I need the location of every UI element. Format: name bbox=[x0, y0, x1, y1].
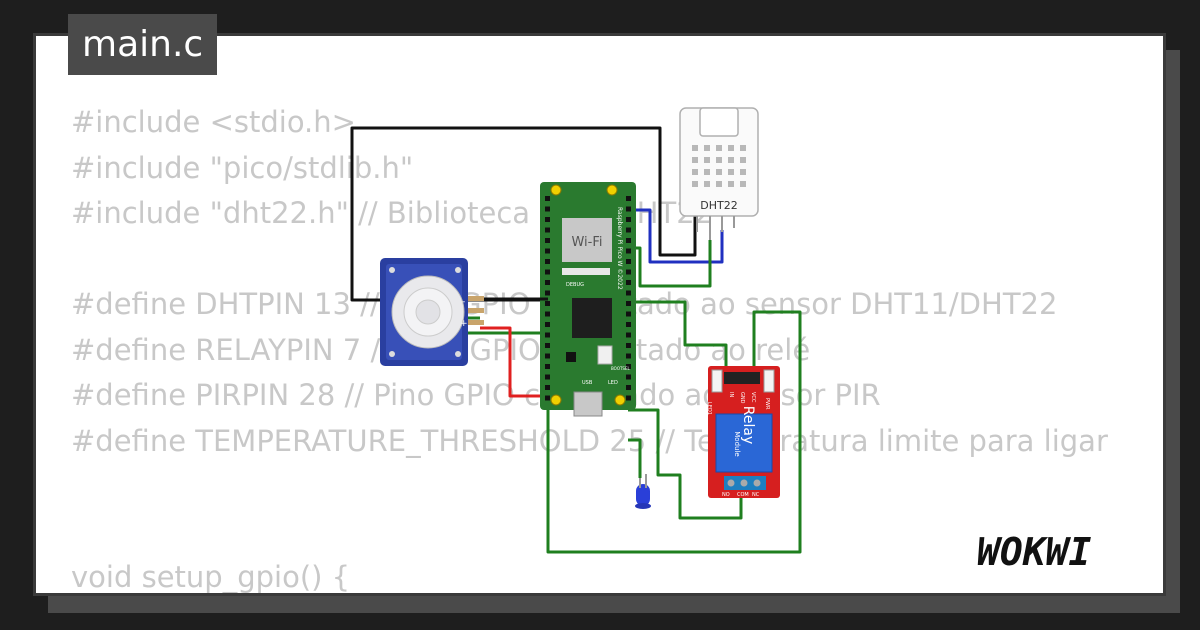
relay-term-nc: NC bbox=[752, 492, 760, 498]
pico-pin[interactable] bbox=[626, 385, 631, 390]
pico-pin[interactable] bbox=[626, 301, 631, 306]
code-text: #include <stdio.h> #include "pico/stdlib.… bbox=[71, 100, 1108, 594]
pico-pin[interactable] bbox=[626, 227, 631, 233]
pico-pin[interactable] bbox=[626, 196, 631, 201]
pico-pin[interactable] bbox=[545, 301, 550, 306]
pico-pin[interactable] bbox=[545, 217, 550, 222]
pico-pin[interactable] bbox=[626, 364, 631, 369]
wire-green-relay-vcc[interactable] bbox=[546, 310, 802, 554]
pico-pin[interactable] bbox=[626, 238, 631, 243]
pico-pin[interactable] bbox=[626, 374, 631, 380]
pico-pin[interactable] bbox=[626, 343, 631, 348]
dht22-sensor[interactable]: DHT22 bbox=[679, 107, 759, 240]
relay-pin-gnd: GND bbox=[739, 392, 745, 404]
blue-led[interactable] bbox=[635, 474, 651, 509]
pico-pin[interactable] bbox=[626, 280, 631, 285]
pico-pin[interactable] bbox=[545, 248, 550, 254]
code-line: #include <stdio.h> bbox=[71, 105, 356, 139]
pico-pin[interactable] bbox=[626, 311, 631, 317]
pico-pin[interactable] bbox=[545, 353, 550, 359]
relay-subtitle: Module bbox=[733, 431, 741, 456]
pico-pin[interactable] bbox=[626, 269, 631, 275]
code-line: #include "pico/stdlib.h" bbox=[71, 150, 414, 185]
wokwi-logo-text: WOKWI bbox=[977, 530, 1092, 574]
pico-led-label: LED bbox=[608, 380, 618, 386]
code-line: void setup_gpio() { bbox=[71, 560, 351, 594]
relay-pin-in: IN bbox=[728, 392, 734, 397]
pico-pin[interactable] bbox=[626, 248, 631, 254]
file-tab[interactable]: main.c bbox=[68, 14, 218, 75]
pico-pin[interactable] bbox=[545, 332, 550, 338]
pico-wifi-label: Wi-Fi bbox=[571, 235, 602, 250]
pico-pin[interactable] bbox=[545, 322, 550, 327]
wire-black-dht[interactable] bbox=[350, 126, 697, 302]
relay-pwr-label: PWR bbox=[764, 398, 770, 410]
relay-led1-label: LED1 bbox=[706, 402, 712, 415]
pico-pin[interactable] bbox=[626, 332, 631, 338]
pico-pin[interactable] bbox=[545, 227, 550, 233]
wire-red-pir[interactable] bbox=[480, 326, 548, 398]
dht22-label: DHT22 bbox=[700, 199, 737, 212]
pico-pin[interactable] bbox=[626, 206, 631, 212]
pico-pin[interactable] bbox=[626, 259, 631, 264]
pico-pin[interactable] bbox=[545, 395, 550, 401]
wire-green-led2[interactable] bbox=[628, 438, 642, 478]
pico-pin[interactable] bbox=[545, 206, 550, 212]
pico-pin[interactable] bbox=[545, 311, 550, 317]
wire-green-relay[interactable] bbox=[628, 300, 728, 382]
pico-w-board[interactable]: Wi-Fi Raspberry Pi Pico W ©2022 DEBUG BO… bbox=[540, 182, 636, 417]
pico-pin[interactable] bbox=[545, 364, 550, 369]
pico-pin[interactable] bbox=[626, 322, 631, 327]
pico-board-label: Raspberry Pi Pico W ©2022 bbox=[616, 207, 623, 290]
pico-pin[interactable] bbox=[626, 217, 631, 222]
pico-pin[interactable] bbox=[545, 238, 550, 243]
wire-blue-dht[interactable] bbox=[628, 208, 724, 264]
pico-pin[interactable] bbox=[545, 343, 550, 348]
pir-sensor[interactable]: - + bbox=[380, 258, 548, 366]
pico-pin[interactable] bbox=[626, 290, 631, 296]
pir-minus-label: - bbox=[462, 297, 465, 307]
pico-pin[interactable] bbox=[545, 259, 550, 264]
wires bbox=[350, 126, 802, 554]
pico-pin[interactable] bbox=[545, 280, 550, 285]
pico-usb-label: USB bbox=[582, 380, 593, 386]
wire-green-led[interactable] bbox=[628, 408, 743, 520]
relay-term-no: NO bbox=[722, 492, 730, 498]
pico-bootsel-label: BOOTSEL bbox=[611, 366, 630, 371]
wokwi-logo: WOKWI bbox=[977, 530, 1092, 574]
usb-port[interactable] bbox=[573, 391, 603, 417]
pico-pin[interactable] bbox=[545, 385, 550, 390]
relay-term-com: COM bbox=[737, 492, 749, 498]
pico-pin[interactable] bbox=[626, 353, 631, 359]
pico-pin[interactable] bbox=[626, 395, 631, 401]
pico-pin[interactable] bbox=[545, 290, 550, 296]
relay-title: Relay bbox=[740, 406, 756, 444]
pir-plus-label: + bbox=[460, 319, 468, 329]
relay-module[interactable]: LED1 IN GND VCC PWR Relay Module NO COM … bbox=[706, 366, 780, 498]
pico-debug-label: DEBUG bbox=[566, 282, 584, 288]
pico-pins bbox=[545, 196, 631, 401]
pico-pin[interactable] bbox=[545, 269, 550, 275]
pico-pin[interactable] bbox=[545, 374, 550, 380]
pico-pin[interactable] bbox=[545, 196, 550, 201]
relay-pin-vcc: VCC bbox=[750, 392, 756, 403]
